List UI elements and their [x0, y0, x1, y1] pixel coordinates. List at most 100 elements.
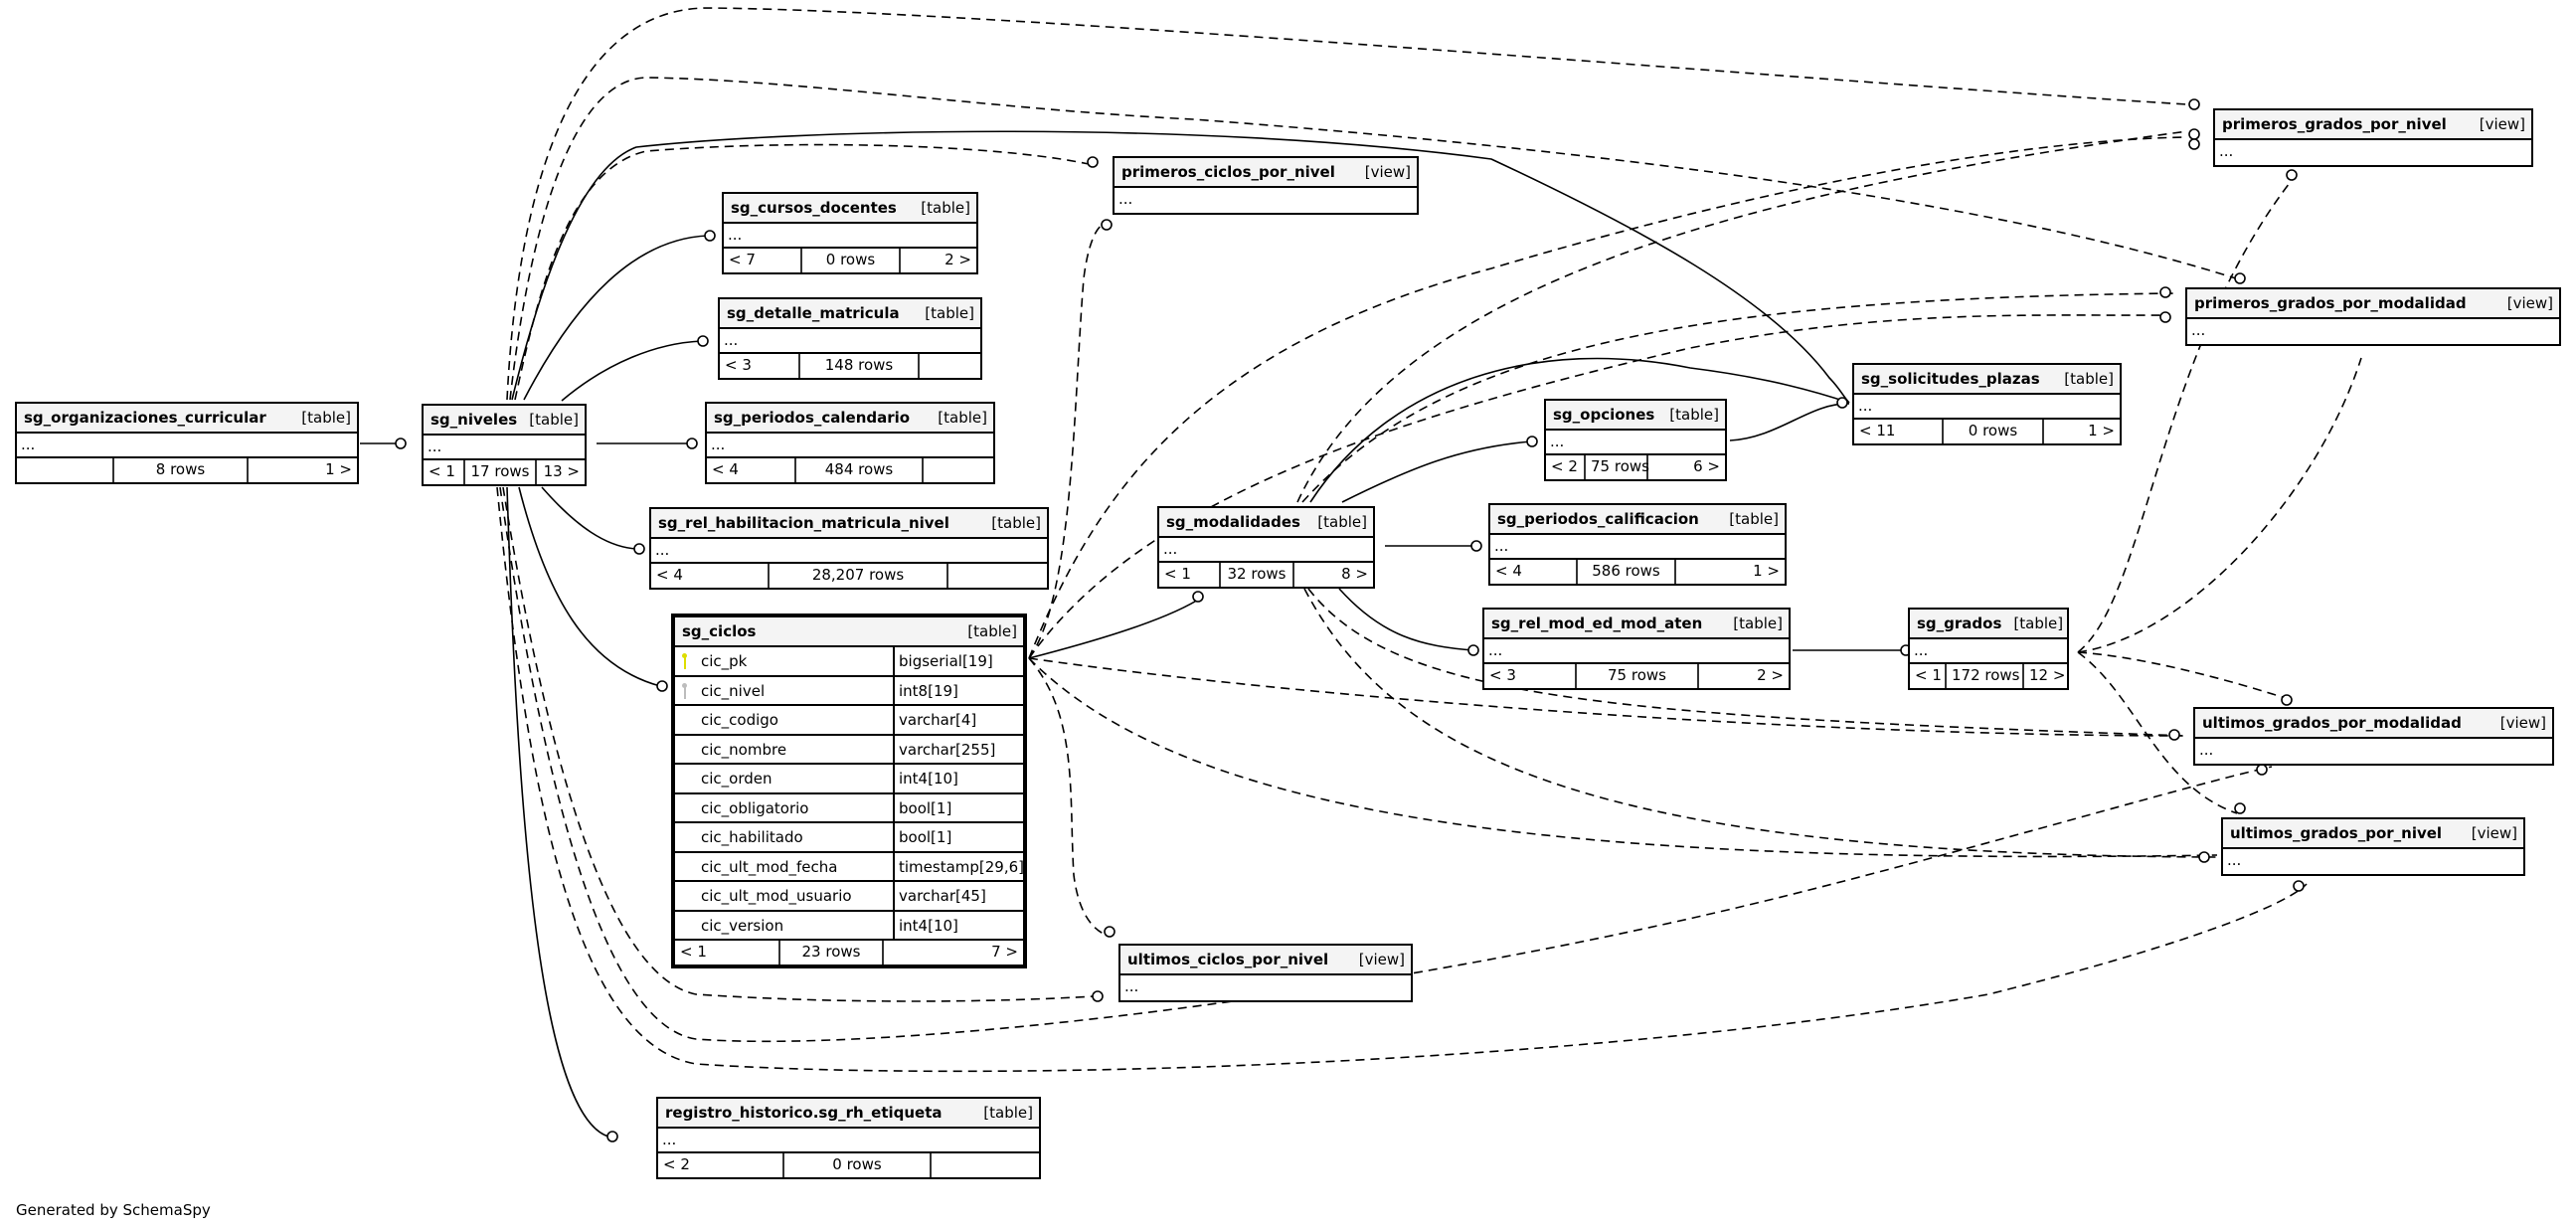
- table-registro-historico-sg-rh-etiqueta[interactable]: registro_historico.sg_rh_etiqueta[table]…: [656, 1097, 1041, 1179]
- parents-count[interactable]: [17, 458, 114, 482]
- parents-count[interactable]: < 3: [1484, 664, 1577, 688]
- edge-modalidades-opciones: [1341, 440, 1532, 503]
- table-sg-grados[interactable]: sg_grados[table] ... < 1 172 rows 12 >: [1908, 608, 2069, 690]
- endpoint-marker: [656, 680, 668, 692]
- parents-count[interactable]: < 1: [675, 941, 780, 965]
- table-name[interactable]: sg_grados: [1917, 614, 2002, 632]
- columns-ellipsis: ...: [1910, 639, 2067, 664]
- children-count[interactable]: 1 >: [1753, 562, 1780, 580]
- table-name[interactable]: sg_ciclos: [682, 622, 757, 640]
- children-count[interactable]: 2 >: [945, 251, 971, 268]
- table-name[interactable]: sg_periodos_calendario: [714, 409, 911, 427]
- parents-count[interactable]: < 1: [1910, 664, 1947, 688]
- table-sg-organizaciones-curricular[interactable]: sg_organizaciones_curricular[table] ... …: [15, 402, 359, 484]
- parents-count[interactable]: < 1: [424, 460, 465, 484]
- columns-ellipsis: ...: [1490, 535, 1785, 560]
- table-name[interactable]: primeros_grados_por_nivel: [2222, 115, 2447, 133]
- parents-count[interactable]: < 3: [720, 354, 800, 378]
- children-count[interactable]: 13 >: [543, 462, 580, 480]
- table-name[interactable]: sg_niveles: [430, 411, 518, 429]
- view-primeros-grados-por-modalidad[interactable]: primeros_grados_por_modalidad[view] ...: [2185, 287, 2561, 346]
- children-count[interactable]: [948, 564, 1047, 588]
- table-name[interactable]: primeros_ciclos_por_nivel: [1121, 163, 1335, 181]
- table-sg-modalidades[interactable]: sg_modalidades[table] ... < 1 32 rows 8 …: [1157, 506, 1375, 589]
- table-name[interactable]: ultimos_grados_por_modalidad: [2202, 714, 2462, 732]
- table-name[interactable]: sg_rel_habilitacion_matricula_nivel: [658, 514, 949, 532]
- endpoint-marker: [2188, 128, 2200, 140]
- endpoint-marker: [2188, 138, 2200, 150]
- children-count[interactable]: [932, 1153, 1039, 1177]
- row-count: 0 rows: [802, 249, 901, 272]
- children-count[interactable]: 8 >: [1341, 565, 1368, 583]
- table-sg-solicitudes-plazas[interactable]: sg_solicitudes_plazas[table] ... < 11 0 …: [1852, 363, 2122, 445]
- view-ultimos-grados-por-nivel[interactable]: ultimos_grados_por_nivel[view] ...: [2221, 817, 2525, 876]
- table-sg-periodos-calendario[interactable]: sg_periodos_calendario[table] ... < 4 48…: [705, 402, 995, 484]
- children-count[interactable]: 1 >: [325, 460, 352, 478]
- edge-ciclos-primeros-grados-nivel: [1028, 136, 2188, 659]
- children-count[interactable]: 1 >: [2088, 422, 2115, 439]
- parents-count[interactable]: < 11: [1854, 420, 1944, 443]
- row-count: 0 rows: [784, 1153, 932, 1177]
- children-count[interactable]: [924, 458, 993, 482]
- edge-modalidades-solicitudes: [1309, 357, 1850, 503]
- edge-ciclos-ultimos-grados-nivel: [1028, 657, 2218, 858]
- view-primeros-ciclos-por-nivel[interactable]: primeros_ciclos_por_nivel[view] ...: [1113, 156, 1419, 215]
- row-count: 17 rows: [465, 460, 537, 484]
- parents-count[interactable]: < 1: [1159, 563, 1221, 587]
- columns-ellipsis: ...: [1159, 538, 1373, 563]
- table-footer: < 1 23 rows 7 >: [675, 941, 1023, 965]
- table-name[interactable]: sg_modalidades: [1166, 513, 1300, 531]
- view-ultimos-ciclos-por-nivel[interactable]: ultimos_ciclos_por_nivel[view] ...: [1118, 944, 1413, 1002]
- table-name[interactable]: sg_solicitudes_plazas: [1861, 370, 2040, 388]
- table-sg-rel-mod-ed-mod-aten[interactable]: sg_rel_mod_ed_mod_aten[table] ... < 3 75…: [1482, 608, 1791, 690]
- edge-niveles-ultimos-grados-nivel: [496, 486, 2308, 1073]
- table-name[interactable]: sg_organizaciones_curricular: [24, 409, 266, 427]
- table-name[interactable]: sg_periodos_calificacion: [1497, 510, 1699, 528]
- table-sg-periodos-calificacion[interactable]: sg_periodos_calificacion[table] ... < 4 …: [1488, 503, 1787, 586]
- parents-count[interactable]: < 4: [651, 564, 770, 588]
- table-sg-detalle-matricula[interactable]: sg_detalle_matricula[table] ... < 3 148 …: [718, 297, 982, 380]
- children-count[interactable]: 7 >: [991, 943, 1018, 961]
- parents-count[interactable]: < 4: [707, 458, 796, 482]
- children-count[interactable]: 6 >: [1693, 457, 1720, 475]
- table-name[interactable]: sg_opciones: [1553, 406, 1655, 424]
- table-sg-opciones[interactable]: sg_opciones[table] ... < 2 75 rows 6 >: [1544, 399, 1727, 481]
- column-name: cic_habilitado: [701, 828, 803, 846]
- table-name[interactable]: sg_rel_mod_ed_mod_aten: [1491, 614, 1703, 632]
- view-ultimos-grados-por-modalidad[interactable]: ultimos_grados_por_modalidad[view] ...: [2193, 707, 2554, 766]
- parents-count[interactable]: < 2: [1546, 455, 1586, 479]
- parents-count[interactable]: < 7: [724, 249, 802, 272]
- table-name[interactable]: primeros_grados_por_modalidad: [2194, 294, 2467, 312]
- parents-count[interactable]: < 4: [1490, 560, 1578, 584]
- table-header: sg_rel_mod_ed_mod_aten[table]: [1484, 610, 1789, 639]
- table-sg-rel-habilitacion-matricula-nivel[interactable]: sg_rel_habilitacion_matricula_nivel[tabl…: [649, 507, 1049, 590]
- view-primeros-grados-por-nivel[interactable]: primeros_grados_por_nivel[view] ...: [2213, 108, 2533, 167]
- table-name[interactable]: ultimos_ciclos_por_nivel: [1127, 951, 1329, 968]
- row-count: 8 rows: [114, 458, 249, 482]
- table-name[interactable]: registro_historico.sg_rh_etiqueta: [665, 1104, 943, 1122]
- children-count[interactable]: 12 >: [2029, 666, 2066, 684]
- endpoint-marker: [606, 1131, 618, 1142]
- table-name[interactable]: ultimos_grados_por_nivel: [2230, 824, 2443, 842]
- table-name[interactable]: sg_cursos_docentes: [731, 199, 897, 217]
- children-count[interactable]: 2 >: [1757, 666, 1784, 684]
- table-sg-niveles[interactable]: sg_niveles[table] ... < 1 17 rows 13 >: [422, 404, 587, 486]
- children-count[interactable]: [920, 354, 980, 378]
- endpoint-marker: [2159, 286, 2171, 298]
- table-footer: < 2 75 rows 6 >: [1546, 455, 1725, 479]
- edge-niveles-rh-etiqueta: [506, 486, 609, 1138]
- table-name[interactable]: sg_detalle_matricula: [727, 304, 900, 322]
- parents-count[interactable]: < 2: [658, 1153, 784, 1177]
- table-sg-cursos-docentes[interactable]: sg_cursos_docentes[table] ... < 7 0 rows…: [722, 192, 978, 274]
